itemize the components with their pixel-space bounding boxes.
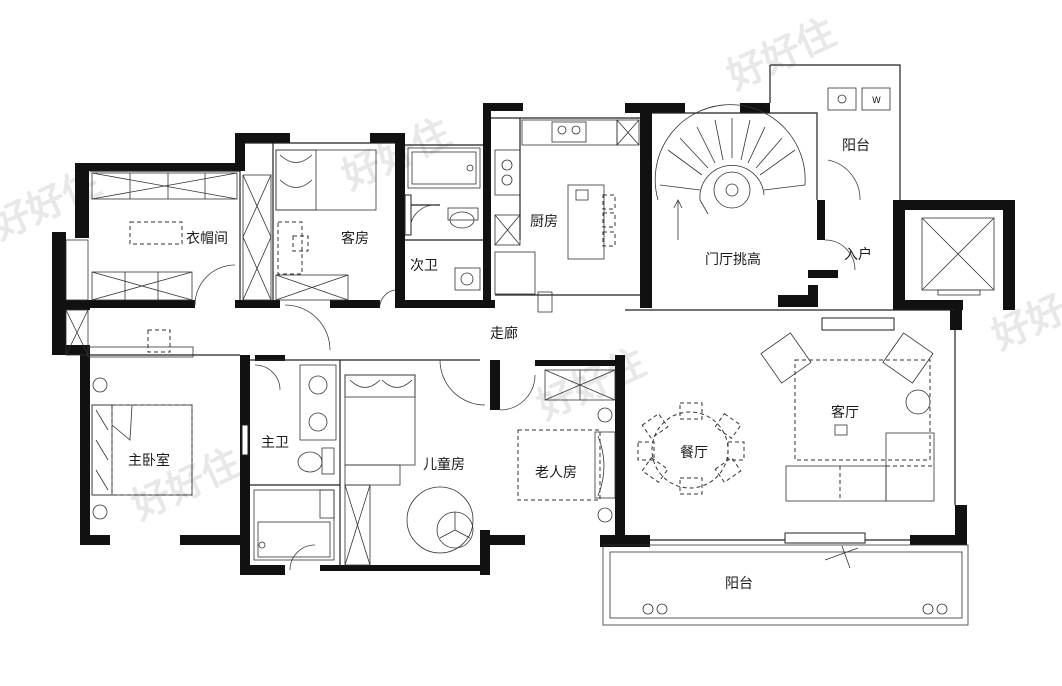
label-cloakroom: 衣帽间 <box>186 231 228 247</box>
dining-furniture <box>637 402 745 495</box>
doors <box>194 159 861 571</box>
watermark: 好好住 <box>719 10 842 98</box>
label-elder-room: 老人房 <box>535 465 577 481</box>
label-guest-room: 客房 <box>341 230 369 247</box>
kitchen-fixtures <box>494 119 640 313</box>
label-kitchen: 厨房 <box>530 214 558 230</box>
label-master-bath: 主卫 <box>261 435 289 451</box>
label-balcony-bottom: 阳台 <box>725 576 753 592</box>
master-bath-fixtures <box>253 364 337 561</box>
label-balcony-top: 阳台 <box>842 138 870 154</box>
watermark: 好好住 <box>529 340 652 428</box>
elevator-shaft <box>921 217 995 296</box>
label-second-bath: 次卫 <box>410 258 438 274</box>
watermark: 好好住 <box>984 270 1062 358</box>
partitions <box>90 64 969 626</box>
living-furniture <box>760 332 935 569</box>
second-bath-fixtures <box>404 147 481 291</box>
master-bedroom-furniture <box>91 377 193 520</box>
label-corridor: 走廊 <box>490 325 518 342</box>
washer-icon: W <box>872 96 881 106</box>
label-kids-room: 儿童房 <box>423 456 465 473</box>
elder-room-furniture <box>517 369 616 523</box>
label-living: 客厅 <box>831 404 859 421</box>
label-dining: 餐厅 <box>680 445 708 461</box>
cloakroom-wardrobes <box>65 172 272 358</box>
walls <box>52 103 1015 575</box>
label-foyer: 门厅挑高 <box>705 251 761 268</box>
spiral-staircase <box>654 104 806 240</box>
bottom-balcony-planters <box>642 603 948 615</box>
top-balcony-fixtures: W <box>827 87 891 111</box>
label-master-bedroom: 主卧室 <box>128 452 170 469</box>
room-labels: 衣帽间 客房 次卫 厨房 门厅挑高 阳台 入户 走廊 主卧室 主卫 儿童房 老人… <box>128 138 872 592</box>
label-entry: 入户 <box>844 246 872 263</box>
kids-room-furniture <box>344 374 474 566</box>
guest-room-furniture <box>275 149 377 301</box>
